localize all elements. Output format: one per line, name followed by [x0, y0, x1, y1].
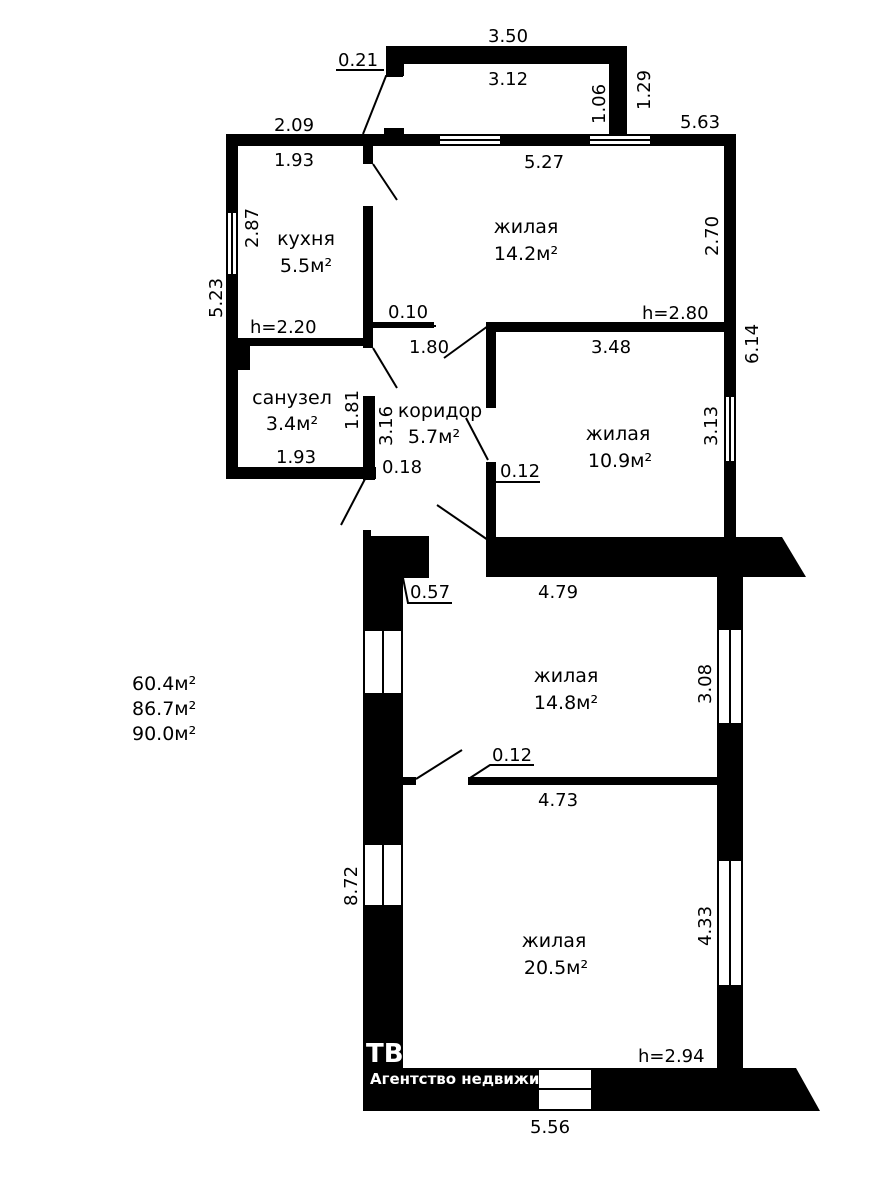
dim-label: h=2.20 [250, 317, 317, 338]
total-area-general: 86.7м² [132, 698, 196, 720]
dim-label: 1.29 [634, 70, 655, 110]
door-swings [336, 69, 540, 780]
dim-label: 3.13 [701, 406, 722, 446]
room-labels: кухня 5.5м² жилая 14.2м² санузел 3.4м² к… [252, 216, 652, 979]
total-area-full: 90.0м² [132, 723, 196, 745]
dim-label: 1.06 [589, 84, 610, 124]
room-area-living-1: 14.2м² [494, 243, 558, 265]
dim-label: 5.63 [680, 112, 720, 133]
dim-label: h=2.94 [638, 1046, 705, 1067]
dim-label: 3.12 [488, 69, 528, 90]
room-area-kitchen: 5.5м² [280, 255, 332, 277]
room-name-kitchen: кухня [277, 228, 335, 250]
watermark-logo: ТВ [366, 1039, 404, 1069]
room-area-living-2: 10.9м² [588, 450, 652, 472]
dim-label: 1.80 [409, 337, 449, 358]
dim-label: 1.81 [342, 390, 363, 430]
watermark-text: Агентство недвижи [370, 1070, 539, 1088]
room-name-living-1: жилая [494, 216, 559, 238]
dim-label: 1.93 [276, 447, 316, 468]
area-totals: 60.4м² 86.7м² 90.0м² [132, 673, 196, 745]
room-name-bathroom: санузел [252, 387, 332, 409]
room-area-living-4: 20.5м² [524, 957, 588, 979]
dim-label: 1.93 [274, 150, 314, 171]
balcony-wall-top [386, 46, 627, 64]
room-name-corridor: коридор [398, 400, 482, 422]
total-area-living: 60.4м² [132, 673, 196, 695]
dim-label: 0.10 [388, 302, 428, 323]
dim-label: 5.56 [530, 1117, 570, 1138]
dim-label: 3.48 [591, 337, 631, 358]
dim-label: 5.23 [206, 278, 227, 318]
room-area-corridor: 5.7м² [408, 426, 460, 448]
room-name-living-2: жилая [586, 423, 651, 445]
dim-label: 3.16 [376, 406, 397, 446]
dim-label: h=2.80 [642, 303, 709, 324]
dim-label: 0.12 [500, 461, 540, 482]
dim-label: 0.21 [338, 50, 378, 71]
dim-label: 2.09 [274, 115, 314, 136]
room-area-living-3: 14.8м² [534, 692, 598, 714]
room-area-bathroom: 3.4м² [266, 413, 318, 435]
windows [226, 134, 743, 1111]
dim-label: 4.33 [695, 906, 716, 946]
balcony-wall-right [609, 46, 627, 138]
dim-label: 0.18 [382, 457, 422, 478]
room-name-living-4: жилая [522, 930, 587, 952]
dim-label: 3.50 [488, 26, 528, 47]
dim-label: 2.87 [242, 208, 263, 248]
dim-label: 4.79 [538, 582, 578, 603]
dim-label: 5.27 [524, 152, 564, 173]
middle-wall-band [486, 537, 806, 577]
dim-label: 3.08 [695, 664, 716, 704]
dim-label: 8.72 [341, 866, 362, 906]
watermark: ТВ Агентство недвижи [366, 1039, 539, 1088]
dim-label: 6.14 [742, 324, 763, 364]
dim-label: 0.57 [410, 582, 450, 603]
room-name-living-3: жилая [534, 665, 599, 687]
dim-label: 4.73 [538, 790, 578, 811]
dim-label: 2.70 [702, 216, 723, 256]
balcony-wall-left [386, 46, 404, 76]
dim-label: 0.12 [492, 745, 532, 766]
dimension-labels: 3.50 0.21 3.12 1.06 1.29 2.09 5.63 1.93 … [206, 26, 763, 1138]
